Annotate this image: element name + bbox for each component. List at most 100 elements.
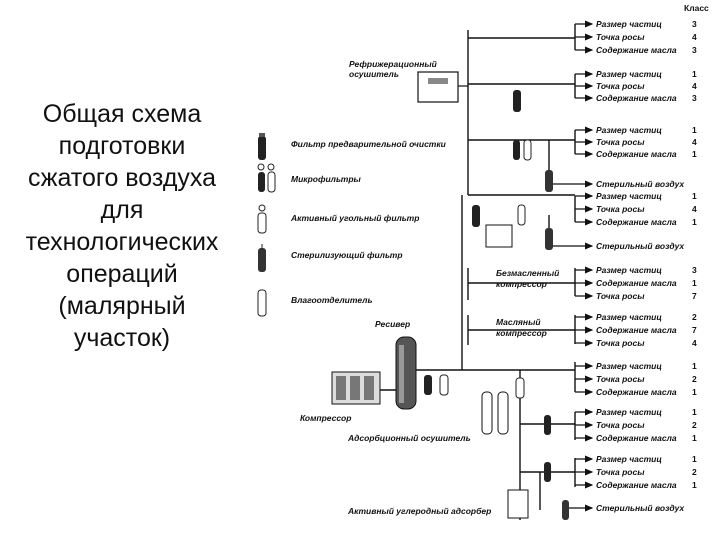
param-label: Стерильный воздух [596,179,685,189]
label-refrig-dryer-2: осушитель [349,69,399,79]
class-value: 1 [692,387,697,397]
param-label: Точка росы [596,420,645,430]
title-line: сжатого воздуха [27,164,217,192]
class-value: 4 [692,338,697,348]
class-value: 1 [692,278,697,288]
param-label: Точка росы [596,137,645,147]
class-value: 4 [692,204,697,214]
param-label: Точка росы [596,374,645,384]
line-filters [424,374,569,520]
microfilters-icon [257,163,276,193]
title-line: участок) [73,324,171,352]
legend-sterile-filter: Стерилизующий фильтр [291,250,403,260]
param-label: Размер частиц [596,454,662,464]
class-value: 1 [692,217,697,227]
class-value: 1 [692,69,697,79]
class-value: 2 [692,374,697,384]
param-label: Размер частиц [596,407,662,417]
label-carbon-adsorber: Активный углеродный адсорбер [347,506,491,516]
label-oilfree-1: Безмасленный [496,268,560,278]
class-value: 1 [692,407,697,417]
oil-compressor: Масляный компрессор [496,317,547,338]
legend-moisture-separator: Влагоотделитель [291,295,373,305]
param-label: Размер частиц [596,69,662,79]
slide-title: Общая схема подготовки сжатого воздуха д… [8,98,236,354]
class-value: 1 [692,191,697,201]
refrigeration-dryer [417,71,468,103]
title-line: (малярный [58,292,186,320]
label-oilfree-2: компрессор [496,279,547,289]
legend-microfilters: Микрофильтры [291,174,362,184]
class-value: 1 [692,480,697,490]
param-label: Содержание масла [596,278,677,288]
branch-filters [472,90,553,250]
class-value: 2 [692,312,697,322]
title-line: подготовки [58,132,186,160]
param-label: Размер частиц [596,312,662,322]
label-oil-1: Масляный [496,317,541,327]
adsorption-dryer [481,391,509,435]
class-value: 4 [692,137,697,147]
carbon-filter-icon [257,204,267,234]
param-label: Размер частиц [596,265,662,275]
label-adsorption-dryer: Адсорбционный осушитель [347,433,471,443]
output-groups: Размер частиц 3 Точка росы 4 Содержание … [596,19,697,513]
title-line: для [100,196,144,224]
param-label: Содержание масла [596,217,677,227]
param-label: Размер частиц [596,361,662,371]
param-label: Размер частиц [596,191,662,201]
class-value: 3 [692,265,697,275]
param-label: Содержание масла [596,433,677,443]
class-value: 1 [692,361,697,371]
param-label: Стерильный воздух [596,503,685,513]
receiver-tank [395,336,417,410]
title-line: операций [66,260,178,288]
compressor-unit [331,371,381,405]
class-value: 2 [692,467,697,477]
class-value: 1 [692,433,697,443]
legend-prefilter: Фильтр предварительной очистки [291,139,447,149]
class-value: 7 [692,291,697,301]
param-label: Точка росы [596,338,645,348]
class-value: 3 [692,93,697,103]
label-oil-2: компрессор [496,328,547,338]
prefilter-icon [258,133,266,160]
label-compressor: Компрессор [300,413,351,423]
param-label: Точка росы [596,291,645,301]
param-label: Содержание масла [596,45,677,55]
class-value: 1 [692,149,697,159]
label-receiver: Ресивер [375,319,410,329]
param-label: Содержание масла [596,149,677,159]
legend: Фильтр предварительной очистки Микрофиль… [257,133,447,317]
param-label: Точка росы [596,467,645,477]
output-arrows [549,20,594,512]
sterile-filter-icon [258,244,266,272]
param-label: Размер частиц [596,125,662,135]
param-label: Содержание масла [596,93,677,103]
carbon-adsorber [507,489,529,519]
param-label: Содержание масла [596,387,677,397]
class-value: 7 [692,325,697,335]
class-value: 4 [692,81,697,91]
class-value: 3 [692,45,697,55]
param-label: Точка росы [596,81,645,91]
label-refrig-dryer-1: Рефрижерационный [349,59,438,69]
param-label: Точка росы [596,32,645,42]
class-value: 3 [692,19,697,29]
title-line: Общая схема [42,100,202,128]
param-label: Стерильный воздух [596,241,685,251]
legend-carbon-filter: Активный угольный фильтр [290,213,419,223]
class-value: 1 [692,125,697,135]
moisture-separator-icon [257,289,267,317]
param-label: Размер частиц [596,19,662,29]
class-value: 1 [692,454,697,464]
param-label: Точка росы [596,204,645,214]
param-label: Содержание масла [596,480,677,490]
class-value: 4 [692,32,697,42]
class-value: 2 [692,420,697,430]
title-line: технологических [25,228,219,256]
param-label: Содержание масла [596,325,677,335]
oilfree-compressor: Безмасленный компрессор [496,268,560,289]
class-header: Класс [684,3,709,13]
